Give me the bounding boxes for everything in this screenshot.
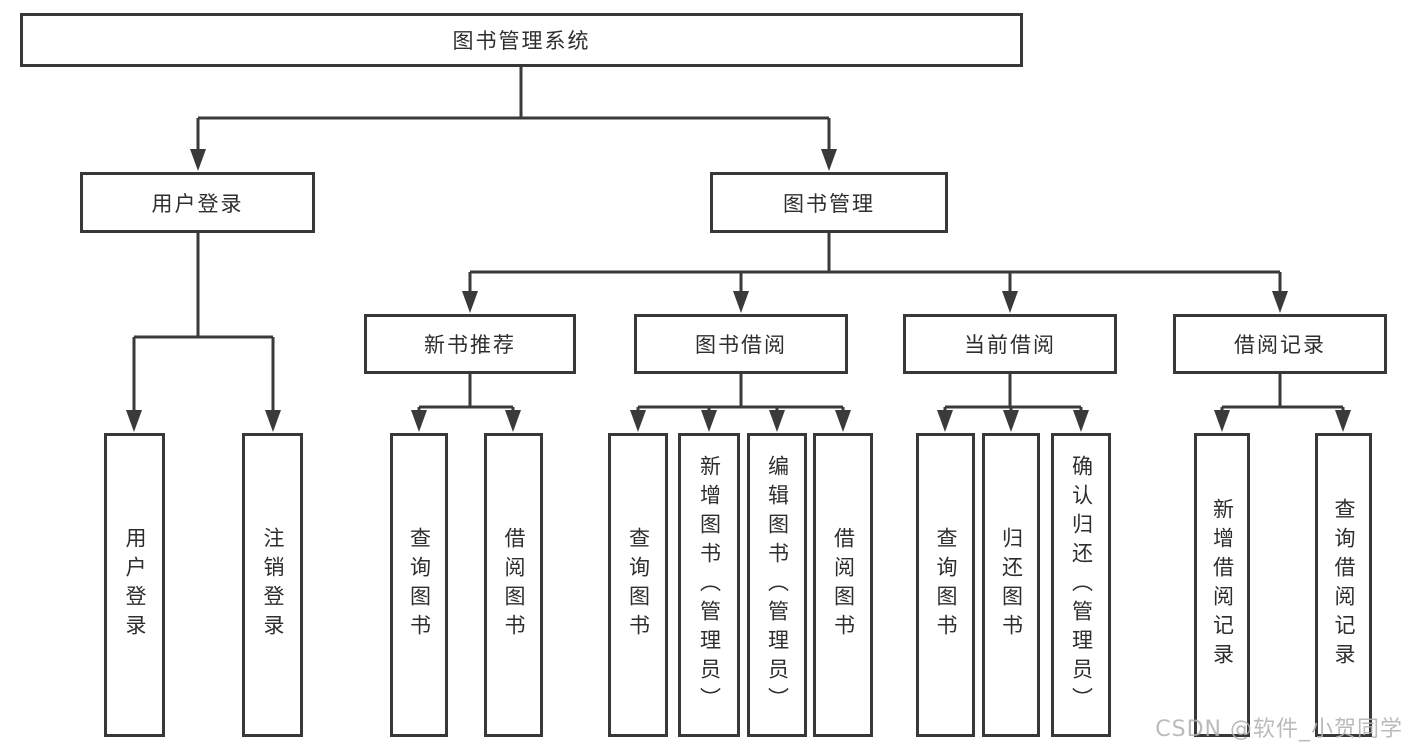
node-label: 借阅图书 [831,527,856,643]
leaf-edit-books-admin: 编辑图书（管理员） [747,433,807,737]
node-label: 图书管理系统 [452,29,591,53]
node-label: 归还图书 [999,527,1024,643]
leaf-query-books: 查询图书 [916,433,975,737]
leaf-confirm-return-admin: 确认归还（管理员） [1051,433,1111,737]
node-label: 新增借阅记录 [1210,498,1235,672]
leaf-logout: 注销登录 [242,433,303,737]
node-label: 编辑图书（管理员） [765,454,790,716]
node-label: 查询图书 [934,527,958,643]
node-label: 借阅图书 [502,527,526,643]
leaf-return-books: 归还图书 [982,433,1040,737]
node-label: 当前借阅 [964,333,1056,357]
node-book-borrowing: 图书借阅 [634,314,848,374]
csdn-watermark: CSDN @软件_小贺同学 [1155,717,1403,742]
node-label: 用户登录 [123,527,147,643]
node-label: 图书管理 [783,191,875,216]
node-book-management: 图书管理 [710,172,948,233]
node-label: 借阅记录 [1234,333,1326,357]
node-current-borrowing: 当前借阅 [903,314,1117,374]
node-label: 确认归还（管理员） [1069,454,1094,716]
leaf-borrow-books: 借阅图书 [813,433,873,737]
leaf-query-books: 查询图书 [608,433,668,737]
node-label: 用户登录 [151,191,244,216]
node-library-management-system: 图书管理系统 [20,13,1023,67]
node-user-login: 用户登录 [80,172,315,233]
node-label: 查询借阅记录 [1332,498,1356,672]
arrowhead-icons [126,149,1351,432]
node-label: 新书推荐 [424,333,516,357]
node-borrowing-records: 借阅记录 [1173,314,1387,374]
leaf-add-borrow-record: 新增借阅记录 [1194,433,1250,737]
leaf-query-books: 查询图书 [390,433,448,737]
node-label: 查询图书 [407,527,432,643]
node-label: 图书借阅 [695,333,787,357]
node-label: 注销登录 [261,527,285,643]
node-label: 查询图书 [626,527,651,643]
leaf-borrow-books: 借阅图书 [484,433,543,737]
leaf-query-borrow-record: 查询借阅记录 [1315,433,1372,737]
node-label: 新增图书（管理员） [697,454,722,716]
leaf-user-login: 用户登录 [104,433,165,737]
node-new-book-recommendation: 新书推荐 [364,314,576,374]
leaf-add-books-admin: 新增图书（管理员） [678,433,740,737]
